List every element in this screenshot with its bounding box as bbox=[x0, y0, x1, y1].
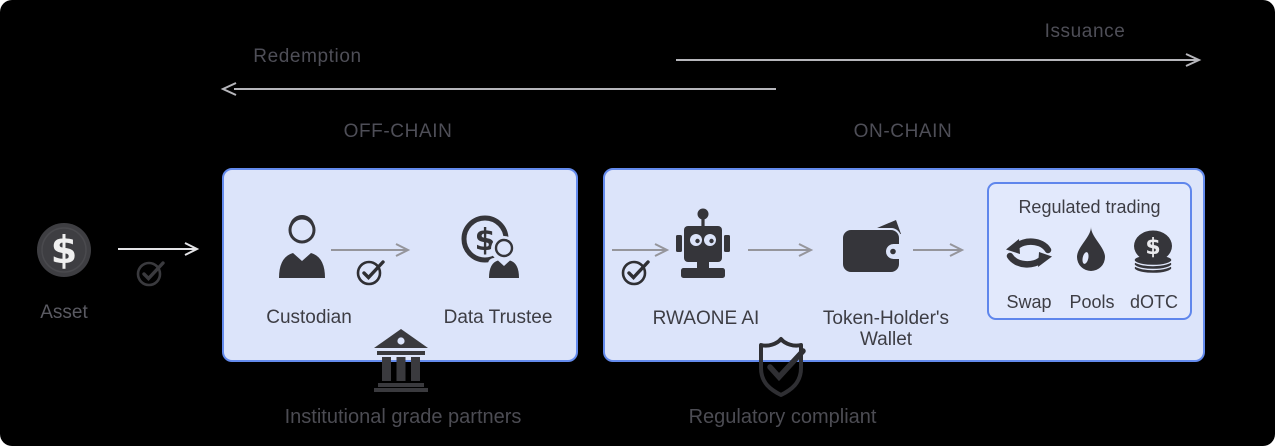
shield-check-icon bbox=[759, 337, 806, 397]
asset-coin-icon: $ bbox=[37, 223, 91, 277]
token-holder-wallet-label-line2: Wallet bbox=[859, 329, 913, 350]
custodian-label: Custodian bbox=[266, 307, 352, 328]
on-chain-header: ON-CHAIN bbox=[853, 121, 953, 142]
dotc-label: dOTC bbox=[1129, 292, 1178, 312]
off-chain-header: OFF-CHAIN bbox=[343, 121, 453, 142]
onchain-entry-arrow bbox=[612, 243, 670, 257]
robot-to-wallet-arrow bbox=[748, 243, 814, 257]
wallet-icon bbox=[841, 220, 908, 274]
redemption-arrow bbox=[220, 82, 776, 96]
data-trustee-icon: $ bbox=[461, 215, 521, 278]
regulatory-caption: Regulatory compliant bbox=[688, 406, 877, 428]
issuance-label: Issuance bbox=[1044, 21, 1126, 42]
custodian-to-trustee-arrow bbox=[331, 243, 411, 257]
rwaone-ai-label: RWAONE AI bbox=[652, 308, 760, 329]
custodian-icon bbox=[279, 215, 325, 278]
bank-icon bbox=[374, 329, 428, 392]
offchain-check-icon bbox=[356, 260, 385, 286]
issuance-arrow bbox=[676, 53, 1202, 67]
regulated-trading-title: Regulated trading bbox=[1018, 197, 1161, 217]
asset-check-icon bbox=[136, 261, 165, 287]
svg-text:$: $ bbox=[51, 228, 77, 272]
svg-text:$: $ bbox=[475, 223, 496, 258]
dotc-coins-icon: $ bbox=[1133, 230, 1173, 275]
svg-text:$: $ bbox=[1145, 235, 1160, 260]
pools-label: Pools bbox=[1069, 292, 1115, 312]
robot-icon bbox=[676, 208, 730, 278]
redemption-label: Redemption bbox=[253, 46, 362, 67]
wallet-to-trading-arrow bbox=[913, 243, 965, 257]
swap-icon bbox=[1006, 238, 1052, 268]
asset-label: Asset bbox=[40, 302, 88, 323]
asset-to-offchain-arrow bbox=[118, 242, 200, 256]
institutional-caption: Institutional grade partners bbox=[284, 406, 522, 428]
data-trustee-label: Data Trustee bbox=[443, 307, 553, 328]
onchain-check-icon bbox=[621, 260, 650, 286]
token-holder-wallet-label-line1: Token-Holder's bbox=[822, 308, 950, 329]
swap-label: Swap bbox=[1006, 292, 1052, 312]
pools-icon bbox=[1077, 227, 1105, 271]
